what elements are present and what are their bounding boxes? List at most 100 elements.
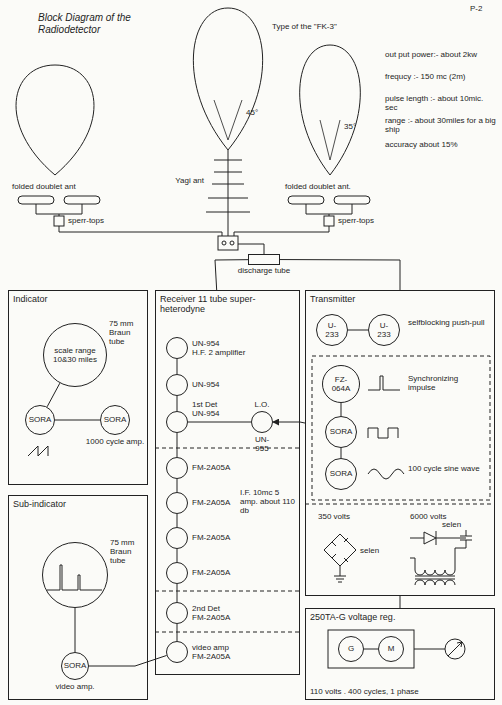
node-text: U-233 xyxy=(324,321,340,339)
tube-circle: FM-2A05A xyxy=(166,457,188,479)
text-group: FZ-064A xyxy=(332,375,351,393)
note-label: 35° xyxy=(344,122,366,131)
tube-outline xyxy=(166,374,188,396)
tube-outline xyxy=(167,412,188,433)
text-group: video ampFM-2A05A xyxy=(192,643,230,661)
note-label: 100 cycle sine wave xyxy=(408,464,486,473)
rectifier-bridge xyxy=(332,538,348,562)
node-text: FM-2A05A xyxy=(192,652,230,661)
voltmeter xyxy=(445,639,465,659)
node-text: FM-2A05A xyxy=(192,533,230,542)
section-box: U-233U-233FZ-064ASORASORATransmitter xyxy=(305,290,495,596)
tube-outline xyxy=(166,527,188,549)
tube-circle: FM-2A05A xyxy=(166,527,188,549)
section-box: GM250TA-G voltage reg.110 volts . 400 cy… xyxy=(305,608,495,700)
scope-trace xyxy=(47,565,102,590)
tube-circle: SORAvideo amp. xyxy=(61,652,89,680)
tube-outline xyxy=(317,315,348,346)
tube-outline xyxy=(166,337,188,359)
text-group: U-233 xyxy=(324,321,340,339)
text-group: L.O. xyxy=(254,400,269,409)
text-group: 1st DetUN-954 xyxy=(192,400,220,418)
node-text: UN-954 xyxy=(192,409,220,418)
tube-circle: 2nd DetFM-2A05A xyxy=(166,602,188,624)
feed-line xyxy=(36,204,82,216)
motor-generator xyxy=(328,630,445,668)
node-text: U-233 xyxy=(376,321,392,339)
node-text: Sub-indicator xyxy=(13,499,143,509)
node-text: FM-2A05A xyxy=(192,498,230,507)
antenna-switch xyxy=(218,236,238,250)
feed-line xyxy=(306,204,352,216)
note-label: Synchronizing impulse xyxy=(408,374,486,392)
sawtooth-wave xyxy=(28,446,48,456)
feed-line xyxy=(238,244,264,254)
tube-outline xyxy=(167,563,188,584)
transformer xyxy=(415,576,455,579)
sine-wave xyxy=(368,469,404,479)
antenna-switch xyxy=(222,241,226,245)
tube-outline xyxy=(167,603,188,624)
node-text: L.O. xyxy=(254,400,269,409)
tube-circle: U-233 xyxy=(316,314,348,346)
text-group: scale range 10&30 miles xyxy=(49,346,101,364)
note-label: folded doublet ant. xyxy=(285,182,385,191)
text-group: SORA xyxy=(330,427,353,436)
motor-generator xyxy=(328,630,414,668)
wire-connector xyxy=(280,260,400,290)
tube-circle: FM-2A05A xyxy=(166,492,188,514)
antenna-lobe xyxy=(193,8,262,150)
section-box: 75 mm Braun tubeSORAvideo amp. Sub-indica… xyxy=(8,495,148,700)
rectifier-bridge xyxy=(334,566,346,582)
note-label: frequcy :- 150 mc (2m) xyxy=(385,72,497,81)
text-group: Sub-indicator xyxy=(13,499,143,509)
node-text: FM-2A05A xyxy=(192,568,230,577)
note-label: selen xyxy=(442,520,476,529)
yagi-antenna xyxy=(206,160,250,212)
text-group: G xyxy=(348,644,354,653)
folded-dipole xyxy=(18,196,370,204)
text-group: SORA xyxy=(29,415,52,424)
text-group: SORA xyxy=(64,661,87,670)
motor-generator xyxy=(414,649,445,650)
node-text: 75 mm Braun tube xyxy=(110,538,146,566)
wire-connector xyxy=(273,422,305,423)
yagi-antenna xyxy=(206,150,250,236)
section-box: discharge tube xyxy=(248,254,280,265)
tube-outline xyxy=(44,324,107,387)
tube-outline xyxy=(167,338,188,359)
folded-dipole xyxy=(334,196,370,204)
tube-outline xyxy=(167,458,188,479)
wire-connector xyxy=(341,403,342,416)
node-text: 75 mm Braun tube xyxy=(109,319,146,347)
tube-outline xyxy=(252,412,273,433)
wire-connector xyxy=(341,448,342,458)
note-label: Type of the "FK-3" xyxy=(272,22,384,31)
folded-dipole xyxy=(288,196,324,204)
folded-dipole xyxy=(64,196,100,204)
node-text: H.F. 2 amplifier xyxy=(192,348,245,357)
transformer xyxy=(410,548,466,570)
wire-connector xyxy=(55,420,100,421)
node-text: 1st Det xyxy=(192,400,220,409)
tube-outline xyxy=(339,637,364,662)
node-text: SORA xyxy=(64,661,87,670)
feed-line xyxy=(59,226,222,236)
square-wave xyxy=(368,428,398,438)
beam-angle xyxy=(320,120,340,160)
stage-divider xyxy=(305,504,495,505)
beam-angle xyxy=(214,100,340,160)
tube-outline xyxy=(43,543,108,608)
yagi-antenna xyxy=(228,150,229,236)
text-group: SORA xyxy=(330,469,353,478)
text-group: 75 mm Braun tube xyxy=(109,319,146,347)
tube-outline xyxy=(166,492,188,514)
note-label: 350 volts xyxy=(318,512,378,521)
node-text: 110 volts . 400 cycles, 1 phase xyxy=(310,687,419,696)
text-group: 1000 cycle amp. xyxy=(84,437,146,446)
node-text: M xyxy=(388,644,395,653)
tube-circle: FZ-064A xyxy=(322,365,360,403)
node-text: UN-955 xyxy=(255,435,269,453)
beam-angle xyxy=(214,100,242,140)
